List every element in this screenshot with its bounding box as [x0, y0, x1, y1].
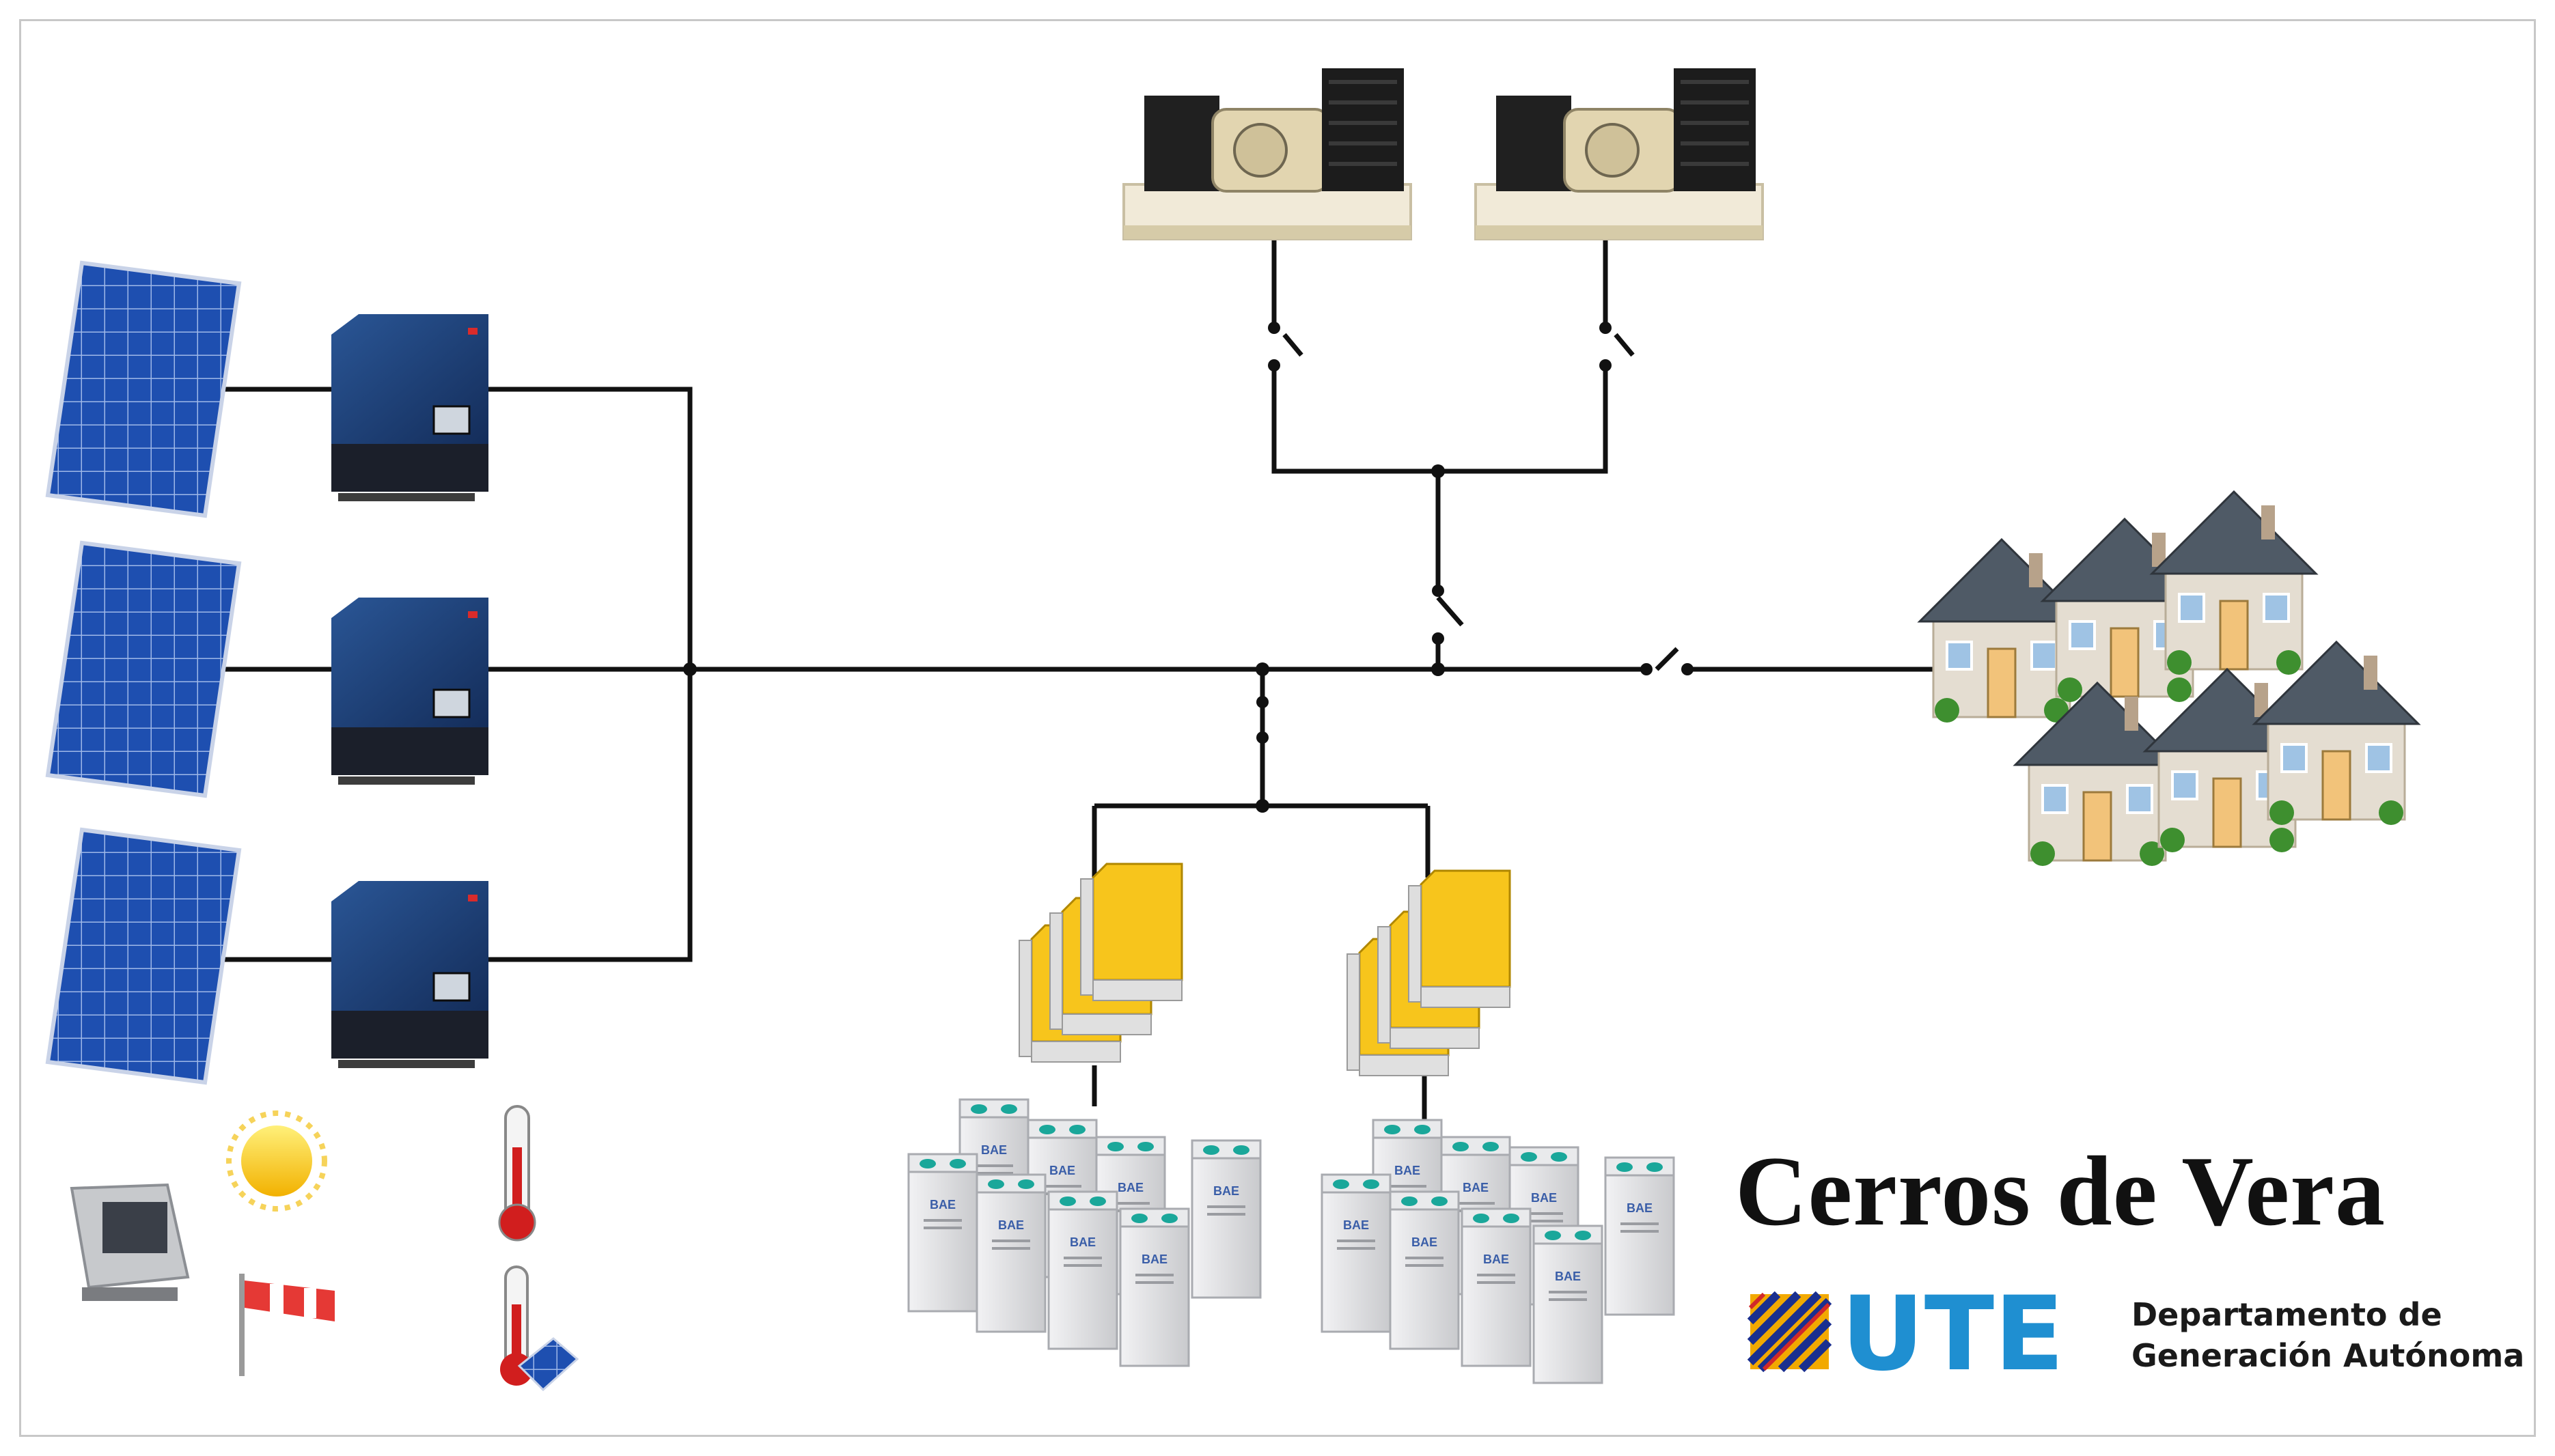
ute-logo: UTE — [1747, 1275, 2064, 1394]
houses-group — [1918, 490, 2420, 867]
pv-combiner — [485, 387, 693, 962]
ute-logo-text: UTE — [1841, 1275, 2064, 1394]
battery-bank-1 — [907, 1098, 1262, 1367]
site-title: Cerros de Vera — [1735, 1136, 2386, 1246]
gen2-switch — [1614, 333, 1635, 357]
department-block: Departamento de Generación Autónoma — [2104, 1291, 2524, 1380]
gen-tie — [1271, 365, 1608, 474]
slide-border — [19, 19, 2536, 1437]
pv-inverter-2 — [330, 596, 490, 786]
wiring — [184, 232, 1954, 1127]
pv-inverter-1 — [330, 313, 490, 503]
battery-inverter-group-1 — [1018, 863, 1183, 1063]
diesel-generator-2 — [1476, 68, 1763, 239]
panel-thermometer-icon — [500, 1265, 579, 1392]
pv-inverter-3 — [330, 880, 490, 1069]
gen-feeder-switch — [1436, 596, 1464, 627]
battery-inverter-group-2 — [1346, 869, 1511, 1077]
solar-panel-3 — [48, 830, 239, 1082]
department-line-1: Departamento de — [2131, 1296, 2442, 1333]
department-name: Departamento de Generación Autónoma — [2131, 1294, 2524, 1376]
battery-bank-2 — [1321, 1119, 1675, 1384]
thermometer-icon — [498, 1105, 536, 1242]
solar-panel-2 — [48, 543, 239, 796]
gen1-switch — [1282, 333, 1303, 357]
junction-dots — [683, 322, 1694, 813]
wind-sock-icon — [239, 1274, 335, 1376]
weather-station-icon — [70, 1183, 190, 1301]
solar-panel-1 — [48, 263, 239, 516]
diesel-generator-1 — [1124, 68, 1411, 239]
sun-icon — [226, 1110, 327, 1212]
load-switch — [1655, 647, 1679, 671]
department-line-2: Generación Autónoma — [2131, 1337, 2525, 1374]
